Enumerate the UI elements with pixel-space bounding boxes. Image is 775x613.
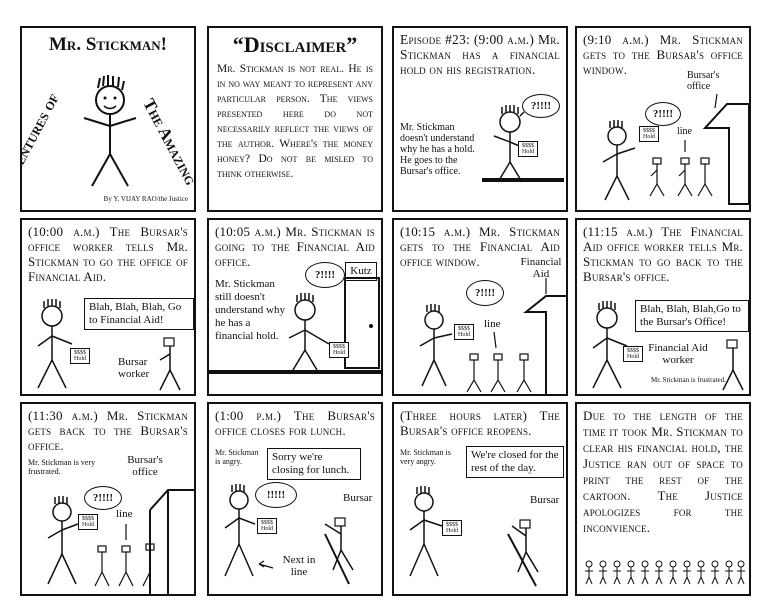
thought-bubble: !!!!! <box>255 482 297 508</box>
panel-episode-start: Episode #23: (9:00 a.m.) Mr. Stickman ha… <box>392 26 568 212</box>
office-label: Bursar's office <box>687 70 720 92</box>
hold-sign: $$$$ Hold <box>78 514 98 530</box>
worker-label: Financial Aid worker <box>648 342 708 366</box>
panel-going-financial-aid: (10:05 a.m.) Mr. Stickman is going to th… <box>207 218 383 396</box>
panel-note: Mr. Stickman is very angry. <box>400 448 451 466</box>
line-label: line <box>484 318 501 330</box>
comic-title: Mr. Stickman! <box>49 34 167 55</box>
panel-caption: (10:05 a.m.) Mr. Stickman is going to th… <box>215 224 375 269</box>
stickman-figure <box>83 75 137 187</box>
panel-closes-lunch: (1:00 p.m.) The Bursar's office closes f… <box>207 402 383 596</box>
line-label: line <box>116 508 133 520</box>
panel-financial-aid-window: (10:15 a.m.) Mr. Stickman gets to the Fi… <box>392 218 568 396</box>
disclaimer-panel: “Disclaimer” Mr. Stickman is not real. H… <box>207 26 383 212</box>
hold-sign: $$$$ Hold <box>442 520 462 536</box>
panel-caption: (11:30 a.m.) Mr. Stickman gets back to t… <box>28 408 188 453</box>
panel-financial-aid-worker: (11:15 a.m.) The Financial Aid office wo… <box>575 218 751 396</box>
counter-scene <box>224 484 354 585</box>
stickman-row <box>585 560 745 585</box>
panel-note: Mr. Stickman doesn't understand why he h… <box>400 122 475 177</box>
office-label: Financial Aid <box>520 256 562 280</box>
disclaimer-body: Mr. Stickman is not real. He is in no wa… <box>217 63 373 180</box>
speech-bubble: Blah, Blah, Blah, Go to Financial Aid! <box>84 298 194 330</box>
panel-caption: (Three hours later) The Bursar's office … <box>400 408 560 438</box>
panel-caption: (10:15 a.m.) Mr. Stickman gets to the Fi… <box>400 224 560 269</box>
hold-sign: $$$$ Hold <box>70 348 90 364</box>
panel-bursar-window: (9:10 a.m.) Mr. Stickman gets to the Bur… <box>575 26 751 212</box>
thought-bubble: ?!!!! <box>466 280 504 306</box>
counter-scene <box>409 486 539 587</box>
panel-note: Mr. Stickman is very frustrated. <box>28 458 96 476</box>
panel-note: Mr. Stickman is frustrated. <box>651 376 726 384</box>
line-scene <box>419 278 566 394</box>
panel-back-to-bursar: (11:30 a.m.) Mr. Stickman gets back to t… <box>20 402 196 596</box>
byline: By Y. VIJAY RAO/the Justice <box>103 195 188 203</box>
panel-caption: (9:10 a.m.) Mr. Stickman gets to the Bur… <box>583 32 743 77</box>
hold-sign: $$$$ Hold <box>639 126 659 142</box>
hold-sign: $$$$ Hold <box>518 141 538 157</box>
hold-sign: $$$$ Hold <box>257 518 277 534</box>
hold-sign: $$$$ Hold <box>329 342 349 358</box>
next-in-line-label: Next in line <box>282 554 316 578</box>
speech-bubble: Sorry we're closing for lunch. <box>267 448 361 480</box>
thought-bubble: ?!!!! <box>522 94 560 118</box>
door-scene <box>209 277 381 374</box>
hold-sign: $$$$ Hold <box>454 324 474 340</box>
panel-caption: (1:00 p.m.) The Bursar's office closes f… <box>215 408 375 438</box>
counter-scene <box>37 299 181 391</box>
bursar-label: Bursar <box>343 492 373 504</box>
panel-caption: (10:00 a.m.) The Bursar's office worker … <box>28 224 188 284</box>
line-label: line <box>677 126 692 137</box>
panel-apology: Due to the length of the time it took Mr… <box>575 402 751 596</box>
panel-bursar-worker: (10:00 a.m.) The Bursar's office worker … <box>20 218 196 396</box>
disclaimer-title: “Disclaimer” <box>232 32 358 57</box>
hold-sign: $$$$ Hold <box>623 346 643 362</box>
counter-scene <box>592 301 744 391</box>
line-scene <box>47 489 194 594</box>
panel-caption: Episode #23: (9:00 a.m.) Mr. Stickman ha… <box>400 32 560 77</box>
panel-caption: (11:15 a.m.) The Financial Aid office wo… <box>583 224 743 284</box>
line-scene <box>602 93 749 205</box>
thought-bubble: ?!!!! <box>84 486 122 510</box>
panel-note: Mr. Stickman still doesn't understand wh… <box>215 278 285 342</box>
panel-caption: Due to the length of the time it took Mr… <box>583 408 743 535</box>
worker-label: Bursar worker <box>118 356 150 380</box>
speech-bubble: We're closed for the rest of the day. <box>466 446 564 478</box>
door-sign: Kutz <box>345 262 377 281</box>
speech-bubble: Blah, Blah, Blah,Go to the Bursar's Offi… <box>635 300 749 332</box>
thought-bubble: ?!!!! <box>645 102 681 126</box>
office-label: Bursar's office <box>127 454 163 478</box>
thought-bubble: ?!!!! <box>305 262 345 288</box>
stickman-figure <box>482 105 564 183</box>
bursar-label: Bursar <box>530 494 560 506</box>
panel-note: Mr. Stickman is angry. <box>215 448 259 466</box>
title-panel: Mr. Stickman! Adventures of The Amazing … <box>20 26 196 212</box>
panel-office-reopens: (Three hours later) The Bursar's office … <box>392 402 568 596</box>
